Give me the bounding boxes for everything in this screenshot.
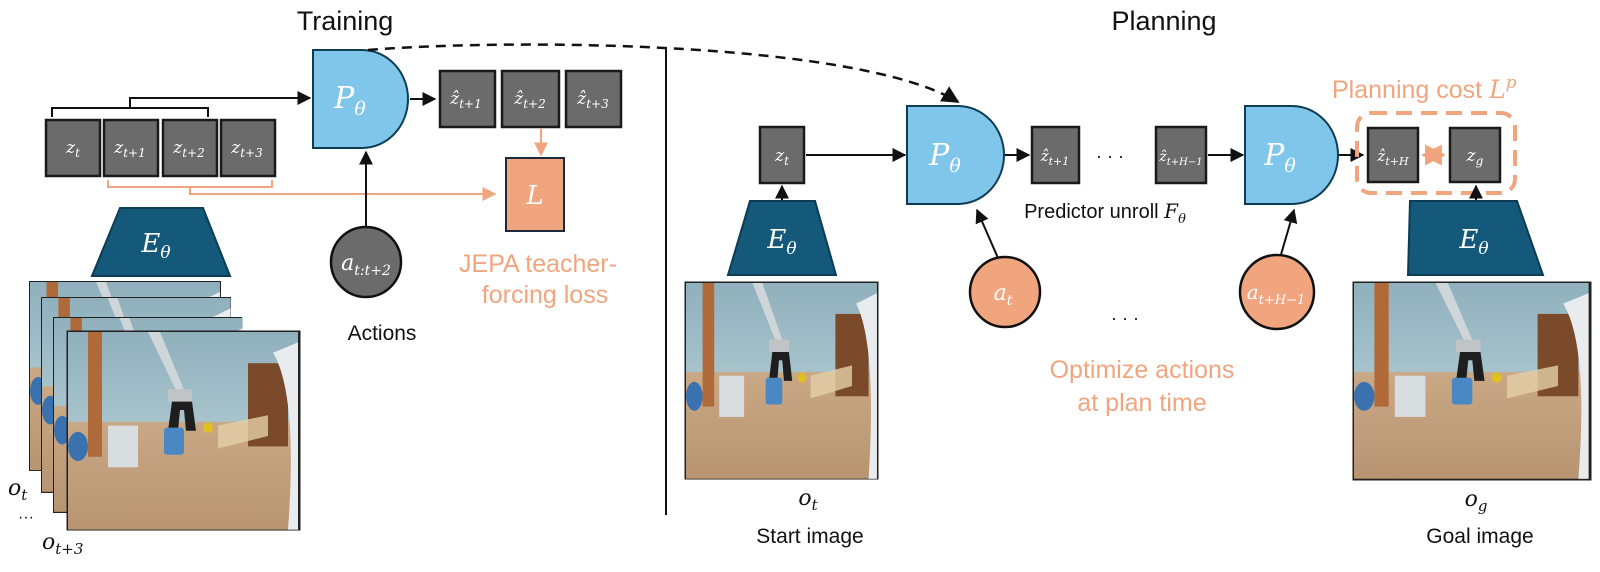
planning-cost-label: Planning cost Lp — [1332, 73, 1517, 104]
svg-text:Pθ: Pθ — [928, 138, 961, 177]
training-latent-zt1: zt+1 — [102, 118, 160, 178]
obs-dots: ··· — [18, 509, 34, 526]
training-pred-zt2: ẑt+2 — [500, 69, 561, 129]
svg-text:ẑt+H: ẑt+H — [1376, 147, 1409, 168]
targets-to-loss-arrow — [189, 187, 497, 201]
planning-start-encoder: Eθ — [726, 200, 838, 276]
svg-text:ẑt+1: ẑt+1 — [1040, 147, 1070, 168]
training-observation-stack — [29, 281, 301, 531]
svg-text:Eθ: Eθ — [1458, 225, 1488, 259]
training-action-node: at:t+2 — [329, 225, 403, 299]
training-title: Training — [297, 6, 394, 36]
action-dots: · · · — [1111, 308, 1139, 328]
svg-text:Pθ: Pθ — [1263, 138, 1296, 177]
optimize-line1: Optimize actions — [1050, 356, 1235, 384]
goal-image — [1352, 281, 1592, 481]
training-loss-box: L — [505, 157, 565, 232]
training-latent-zt3: zt+3 — [219, 118, 277, 178]
svg-text:at: at — [994, 281, 1013, 309]
start-obs-label: ot — [798, 486, 818, 514]
planning-predictor-2: Pθ — [1244, 105, 1339, 205]
optimize-line2: at plan time — [1077, 389, 1206, 417]
svg-text:zt+1: zt+1 — [113, 138, 145, 160]
planning-pred-last: ẑt+H−1 — [1154, 125, 1208, 185]
training-pred-zt3: ẑt+3 — [564, 69, 623, 129]
pred-dots: · · · — [1096, 146, 1124, 166]
training-latent-zt: zt — [44, 118, 102, 178]
obs-first-label: ot — [8, 476, 28, 504]
training-pred-zt1: ẑt+1 — [438, 69, 497, 129]
svg-text:at+H−1: at+H−1 — [1247, 280, 1306, 308]
shared-weights-dashed-arrow — [367, 43, 960, 104]
svg-text:zg: zg — [1466, 146, 1484, 168]
training-observation-frame — [66, 330, 301, 531]
goal-obs-label: og — [1465, 487, 1488, 515]
training-predictor: Pθ — [312, 49, 409, 149]
svg-text:zt: zt — [774, 146, 789, 168]
actions-label: Actions — [348, 322, 417, 345]
svg-text:zt+2: zt+2 — [172, 138, 204, 160]
svg-text:Eθ: Eθ — [766, 225, 796, 259]
svg-text:ẑt+3: ẑt+3 — [576, 89, 609, 111]
svg-text:Pθ: Pθ — [333, 81, 366, 120]
start-image-label: Start image — [756, 525, 863, 548]
planning-goal-latent: zg — [1448, 126, 1502, 184]
planning-cost-region — [1355, 111, 1517, 195]
planning-action-first: at — [968, 255, 1042, 329]
svg-text:ẑt+1: ẑt+1 — [449, 89, 481, 111]
start-image — [684, 281, 879, 480]
goal-image-label: Goal image — [1426, 525, 1533, 548]
svg-text:zt+3: zt+3 — [230, 138, 263, 160]
planning-action-last: at+H−1 — [1238, 253, 1316, 331]
svg-text:Eθ: Eθ — [140, 229, 170, 263]
training-latent-zt2: zt+2 — [161, 118, 219, 178]
planning-goal-encoder: Eθ — [1406, 200, 1545, 276]
planning-start-latent: zt — [758, 125, 806, 185]
svg-text:ẑt+2: ẑt+2 — [513, 89, 545, 111]
input-bracket — [51, 107, 209, 117]
loss-caption-line2: forcing loss — [482, 281, 608, 309]
svg-text:at:t+2: at:t+2 — [341, 251, 391, 279]
planning-pred-first: ẑt+1 — [1030, 125, 1081, 185]
action-last-to-predictor-arrow — [1279, 208, 1298, 259]
target-bracket — [107, 180, 273, 188]
svg-text:ẑt+H−1: ẑt+H−1 — [1158, 148, 1202, 168]
training-encoder: Eθ — [90, 207, 232, 277]
planning-predictor-1: Pθ — [906, 105, 1005, 205]
planning-title: Planning — [1111, 6, 1216, 36]
action-first-to-predictor-arrow — [975, 208, 999, 259]
svg-text:L: L — [525, 181, 543, 211]
input-to-predictor-arrow — [129, 91, 312, 108]
unroll-label: Predictor unroll Fθ — [1024, 199, 1186, 227]
planning-pred-final: ẑt+H — [1366, 126, 1420, 184]
obs-last-label: ot+3 — [42, 530, 83, 558]
svg-text:zt: zt — [65, 138, 80, 160]
loss-caption-line1: JEPA teacher- — [459, 250, 617, 278]
